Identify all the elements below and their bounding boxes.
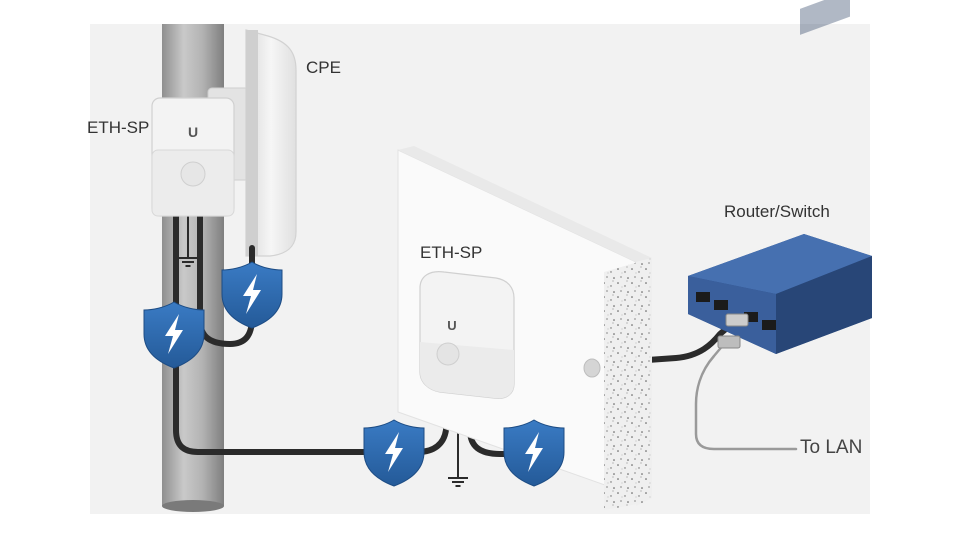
cpe-antenna xyxy=(207,29,297,257)
eth-sp-wall-label: ETH-SP xyxy=(420,243,483,262)
lan-cable xyxy=(694,342,798,451)
eth-sp-pole-device: U xyxy=(151,97,235,217)
eth-sp-pole-label: ETH-SP xyxy=(87,118,150,137)
brand-logo: U xyxy=(447,318,456,333)
router-switch-label: Router/Switch xyxy=(724,202,830,221)
brand-logo: U xyxy=(188,124,198,140)
eth-sp-wall-device: U xyxy=(419,271,515,399)
wall xyxy=(397,146,652,510)
to-lan-label: To LAN xyxy=(800,437,863,458)
router-switch-device xyxy=(688,0,872,354)
cpe-label: CPE xyxy=(306,58,341,77)
